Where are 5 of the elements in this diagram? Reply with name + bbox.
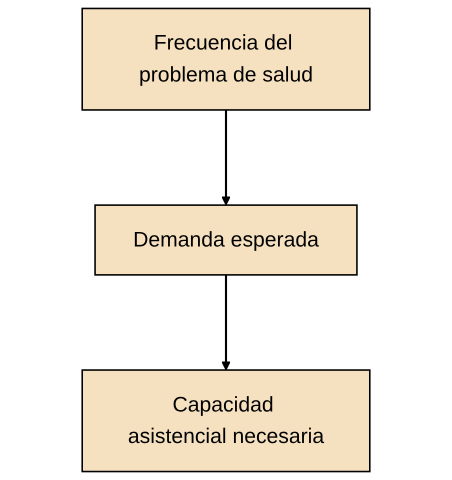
arrow — [221, 274, 231, 370]
node-box: Capacidad asistencial necesaria — [81, 369, 371, 472]
node-box: Demanda esperada — [94, 204, 358, 276]
arrow — [221, 110, 231, 206]
node-box: Frecuencia del problema de salud — [81, 8, 371, 111]
